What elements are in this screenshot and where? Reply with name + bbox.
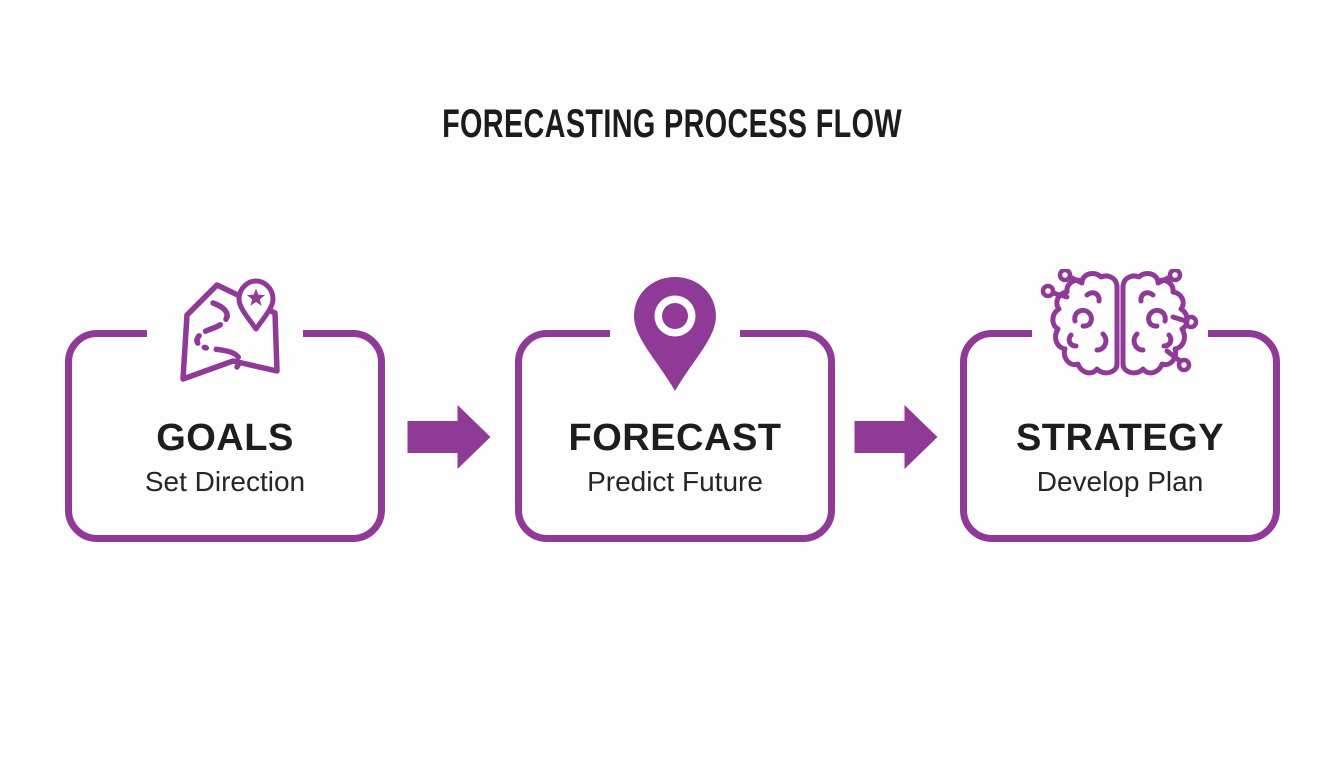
step-label-strategy: STRATEGY	[1015, 417, 1225, 459]
location-pin-icon	[610, 273, 740, 397]
flow-arrow-icon	[407, 404, 492, 470]
step-label-goals: GOALS	[156, 417, 294, 459]
step-text: FORECAST Predict Future	[522, 413, 828, 499]
step-sublabel-strategy: Develop Plan	[1036, 466, 1204, 497]
step-text: STRATEGY Develop Plan	[967, 413, 1273, 499]
step-text: GOALS Set Direction	[72, 413, 378, 499]
step-label-forecast: FORECAST	[568, 417, 782, 459]
diagram-title: FORECASTING PROCESS FLOW	[442, 102, 902, 146]
step-box-goals: GOALS Set Direction	[65, 269, 385, 542]
step-sublabel-goals: Set Direction	[144, 466, 306, 497]
brain-circuit-icon	[1032, 267, 1208, 381]
map-route-star-pin-icon	[147, 269, 303, 391]
step-box-strategy: STRATEGY Develop Plan	[960, 267, 1280, 542]
flow-arrow-icon	[854, 404, 939, 470]
step-box-forecast: FORECAST Predict Future	[515, 273, 835, 542]
step-sublabel-forecast: Predict Future	[587, 466, 763, 497]
